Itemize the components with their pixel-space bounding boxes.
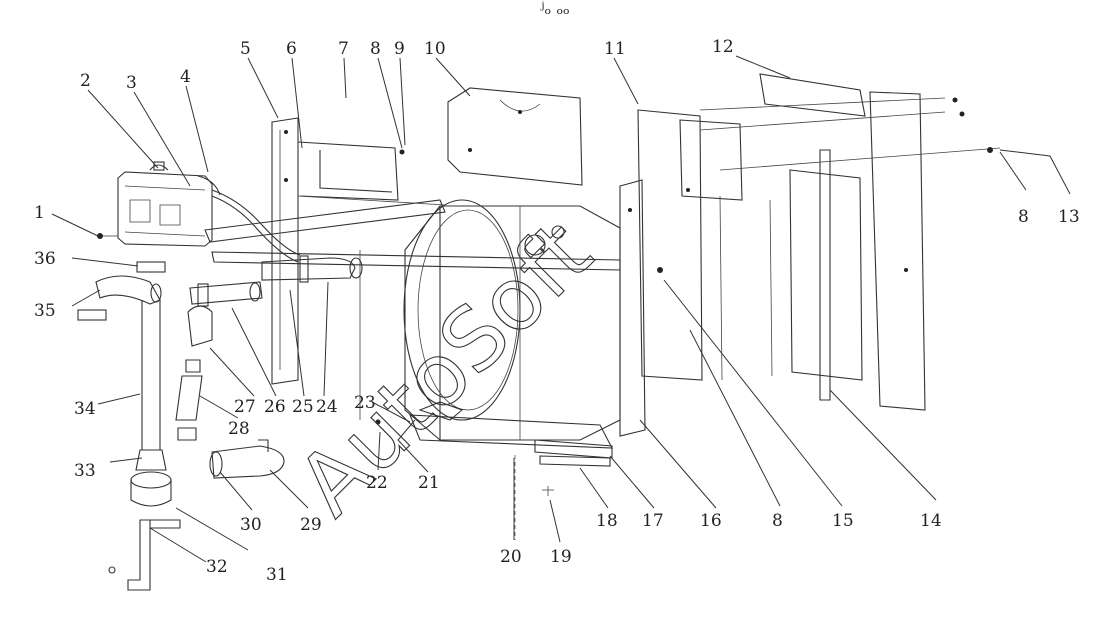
callout-26: 26 (264, 397, 286, 417)
lower-hose-set (175, 305, 285, 479)
left-side-plate (271, 117, 405, 385)
callout-22: 22 (366, 473, 388, 493)
callout-2: 2 (80, 71, 91, 91)
callout-24: 24 (316, 397, 338, 417)
callout-14: 14 (920, 511, 942, 531)
callout-36: 36 (34, 249, 56, 269)
left-bolts (97, 233, 118, 239)
callout-15: 15 (832, 511, 854, 531)
top-cover-plate (447, 87, 583, 186)
overflow-pipe (211, 189, 301, 263)
callout-21: 21 (418, 473, 440, 493)
callout-8-top: 8 (370, 39, 381, 59)
callout-labels: 1 2 3 4 5 6 7 8 9 10 11 12 13 8 14 15 8 … (34, 37, 1080, 585)
callout-32: 32 (206, 557, 228, 577)
callout-27: 27 (234, 397, 256, 417)
callout-17: 17 (642, 511, 664, 531)
callout-16: 16 (700, 511, 722, 531)
callout-1: 1 (34, 203, 45, 223)
callout-9: 9 (394, 39, 405, 59)
callout-5: 5 (240, 39, 251, 59)
page-marker: ʲₒ ₒₒ (540, 0, 570, 19)
callout-29: 29 (300, 515, 322, 535)
callout-4: 4 (180, 67, 191, 87)
callout-6: 6 (286, 39, 297, 59)
watermark: AutoSoft (279, 202, 612, 535)
callout-23: 23 (354, 393, 376, 413)
callout-12: 12 (712, 37, 734, 57)
parts-drawing (77, 73, 1001, 591)
callout-30: 30 (240, 515, 262, 535)
callout-7: 7 (338, 39, 349, 59)
callout-3: 3 (126, 73, 137, 93)
callout-10: 10 (424, 39, 446, 59)
svg-text:AutoSoft: AutoSoft (279, 203, 611, 535)
leader-lines (51, 55, 1071, 563)
callout-34: 34 (74, 399, 96, 419)
callout-25: 25 (292, 397, 314, 417)
bottom-base-plate (375, 401, 613, 540)
callout-13: 13 (1058, 207, 1080, 227)
callout-35: 35 (34, 301, 56, 321)
callout-20: 20 (500, 547, 522, 567)
expansion-tank (117, 161, 221, 247)
callout-28: 28 (228, 419, 250, 439)
callout-18: 18 (596, 511, 618, 531)
callout-33: 33 (74, 461, 96, 481)
lower-left-hose (77, 261, 172, 507)
callout-8-bottom: 8 (772, 511, 783, 531)
callout-11: 11 (604, 39, 626, 59)
mount-bracket (108, 519, 181, 591)
callout-31: 31 (266, 565, 288, 585)
callout-8-right: 8 (1018, 207, 1029, 227)
radiator-plates (619, 73, 926, 437)
right-bolts (657, 97, 1001, 273)
callout-19: 19 (550, 547, 572, 567)
